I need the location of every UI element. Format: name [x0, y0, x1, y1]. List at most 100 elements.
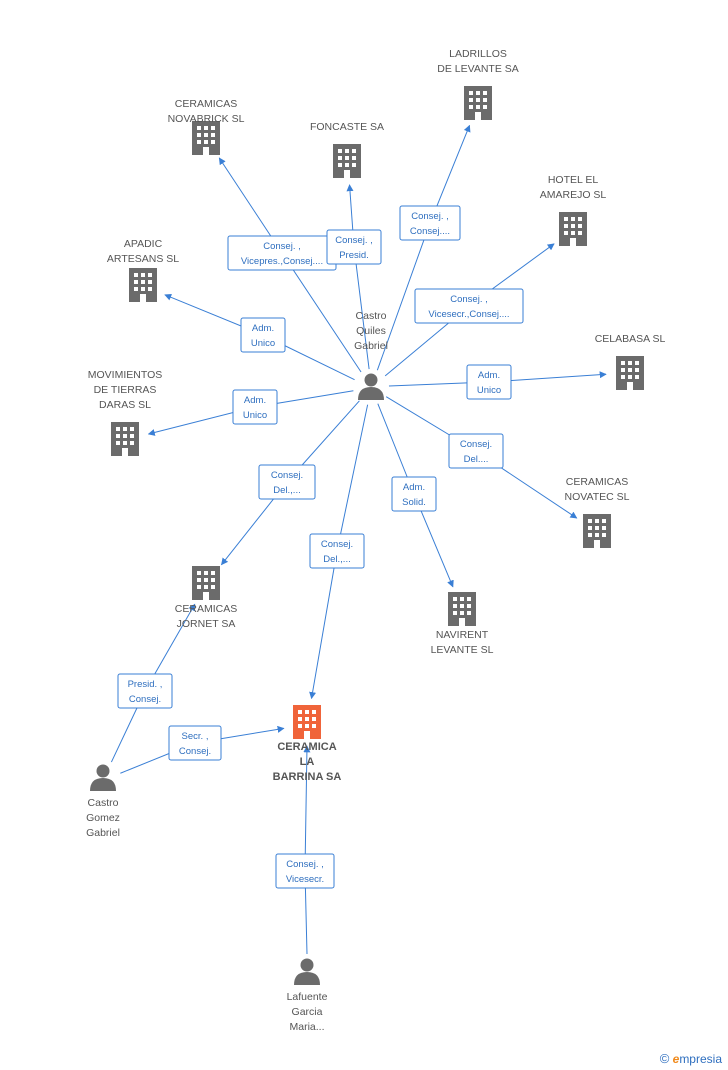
relation-label: Vicesecr. — [286, 874, 324, 885]
node-label: Garcia — [292, 1006, 323, 1018]
relation-label: Unico — [251, 338, 275, 349]
node-label: Quiles — [356, 325, 386, 337]
company-node-navirent[interactable]: NAVIRENT LEVANTE SL — [431, 592, 494, 656]
relation-label: Consej. — [321, 539, 353, 550]
node-label: DARAS SL — [99, 399, 151, 411]
node-label: MOVIMIENTOS — [88, 369, 162, 381]
relation-label: Unico — [477, 385, 501, 396]
relation-label: Consej. — [129, 694, 161, 705]
node-label: AMAREJO SL — [540, 189, 607, 201]
node-label: DE TIERRAS — [94, 384, 157, 396]
person-icon — [294, 958, 320, 985]
person-node-lafuente[interactable]: LafuenteGarciaMaria... — [287, 958, 328, 1034]
company-node-barrina[interactable]: CERAMICA LA BARRINA SA — [273, 705, 342, 783]
relation-label: Consej. — [460, 439, 492, 450]
company-node-foncaste[interactable]: FONCASTE SA — [310, 121, 384, 178]
company-node-novabrick[interactable]: CERAMICAS NOVABRICK SL — [168, 98, 245, 155]
brand-initial: e — [672, 1052, 680, 1066]
node-label: ARTESANS SL — [107, 253, 179, 265]
company-node-celabasa[interactable]: CELABASA SL — [595, 333, 666, 390]
node-label: Maria... — [289, 1021, 324, 1033]
relation-label: Vicesecr.,Consej.... — [428, 309, 509, 320]
relation-box-r_gomez_barrina[interactable]: Secr. , Consej. — [168, 725, 222, 761]
node-label: FONCASTE SA — [310, 121, 384, 133]
copyright-icon: © — [659, 1051, 670, 1066]
relation-label: Consej. , — [411, 211, 449, 222]
node-label: NAVIRENT — [436, 629, 489, 641]
relation-label: Presid. , — [128, 679, 163, 690]
edge-quiles-to-ladrillos — [376, 124, 471, 371]
node-label: LADRILLOS — [449, 48, 507, 60]
building-icon — [192, 121, 220, 155]
relation-box-r_navirent[interactable]: Adm. Solid. — [391, 476, 437, 512]
relation-box-r_jornet[interactable]: Consej. Del.,... — [258, 464, 316, 500]
company-node-jornet[interactable]: CERAMICAS JORNET SA — [175, 566, 237, 630]
node-label: JORNET SA — [177, 618, 236, 630]
node-label: APADIC — [124, 238, 163, 250]
relation-label: Consej. , — [450, 294, 488, 305]
relation-label: Consej. , — [263, 241, 301, 252]
node-label: NOVABRICK SL — [168, 113, 245, 125]
brand-name: mpresia — [679, 1052, 722, 1066]
node-label: LEVANTE SL — [431, 644, 494, 656]
relation-label: Del.,... — [323, 554, 350, 565]
footer-brand[interactable]: © empresia — [660, 1051, 722, 1066]
relation-label: Consej. , — [286, 859, 324, 870]
node-label: Castro — [356, 310, 387, 322]
relation-label: Unico — [243, 410, 267, 421]
relation-label: Adm. — [478, 370, 500, 381]
relation-box-r_novatec[interactable]: Consej. Del.... — [448, 433, 504, 469]
person-icon — [358, 373, 384, 400]
node-label: LA — [300, 756, 315, 768]
relation-label: Del.,... — [273, 485, 300, 496]
relation-box-r_movimientos[interactable]: Adm.Unico — [232, 389, 278, 425]
relation-label: Adm. — [403, 482, 425, 493]
company-node-movimientos[interactable]: MOVIMIENTOS DE TIERRAS DARAS SL — [88, 369, 162, 456]
node-label: CERAMICA — [277, 741, 336, 753]
node-label: HOTEL EL — [548, 174, 599, 186]
node-label: CERAMICAS — [175, 603, 237, 615]
node-label: Gomez — [86, 812, 120, 824]
node-label: DE LEVANTE SA — [437, 63, 519, 75]
relation-label: Secr. , — [182, 731, 209, 742]
person-icon — [90, 764, 116, 791]
node-label: Gabriel — [86, 827, 120, 839]
company-node-ladrillos[interactable]: LADRILLOS DE LEVANTE SA — [437, 48, 519, 120]
relation-box-r_ladrillos[interactable]: Consej. , Consej.... — [399, 205, 461, 241]
relation-box-r_apadic[interactable]: Adm. Unico — [240, 317, 286, 353]
nodes-layer: CERAMICAS NOVABRICK SL FONCASTE SA LADRILLO… — [86, 48, 665, 1033]
building-icon — [129, 268, 157, 302]
node-label: Gabriel — [354, 340, 388, 352]
node-label: CELABASA SL — [595, 333, 666, 345]
relation-label: Consej. , — [335, 235, 373, 246]
relation-label: Consej. — [271, 470, 303, 481]
building-icon — [583, 514, 611, 548]
relation-box-r_lafuente[interactable]: Consej. , Vicesecr. — [275, 853, 335, 889]
company-node-apadic[interactable]: APADIC ARTESANS SL — [107, 238, 179, 302]
node-label: CERAMICAS — [566, 476, 628, 488]
building-icon — [111, 422, 139, 456]
node-label: BARRINA SA — [273, 771, 342, 783]
building-icon — [616, 356, 644, 390]
node-label: NOVATEC SL — [565, 491, 630, 503]
relation-box-r_gomez_jornet[interactable]: Presid. , Consej. — [117, 673, 173, 709]
relation-box-r_hotel[interactable]: Consej. , Vicesecr.,Consej.... — [414, 288, 524, 324]
relation-box-r_celabasa[interactable]: Adm. Unico — [466, 364, 512, 400]
relation-label: Solid. — [402, 497, 426, 508]
building-icon — [293, 705, 321, 739]
relation-box-r_novabrick[interactable]: Consej. ,Vicepres.,Consej.... — [227, 235, 337, 271]
building-icon — [192, 566, 220, 600]
relation-label: Consej. — [179, 746, 211, 757]
relation-label: Presid. — [339, 250, 369, 261]
node-label: CERAMICAS — [175, 98, 237, 110]
company-node-novatec[interactable]: CERAMICAS NOVATEC SL — [565, 476, 630, 548]
relation-label: Del.... — [464, 454, 489, 465]
relation-label: Consej.... — [410, 226, 450, 237]
relation-box-r_foncaste[interactable]: Consej. , Presid. — [326, 229, 382, 265]
company-node-hotel[interactable]: HOTEL EL AMAREJO SL — [540, 174, 607, 246]
relation-label: Adm. — [252, 323, 274, 334]
relation-box-r_barrina_q[interactable]: Consej. Del.,... — [309, 533, 365, 569]
